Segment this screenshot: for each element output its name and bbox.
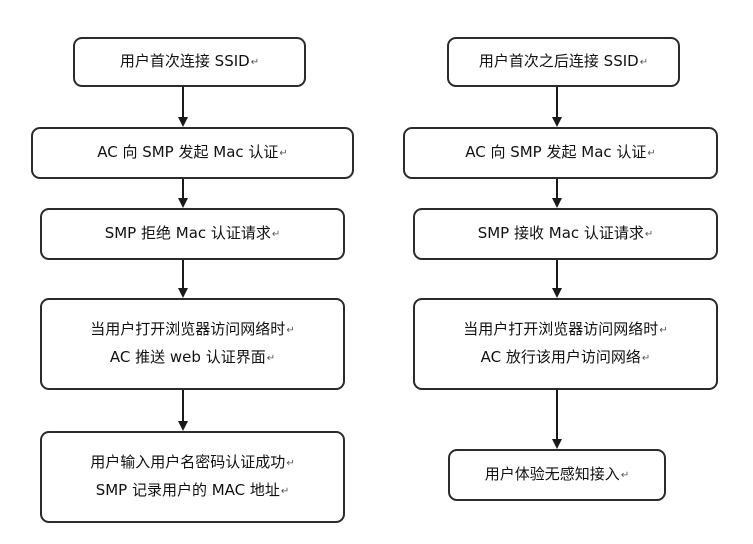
left-step-1-text: 用户首次连接 SSID↵ [119,52,260,70]
paragraph-mark-icon: ↵ [266,353,276,364]
right-step-5-box: 用户体验无感知接入↵ [448,449,666,501]
right-step-4-line-1: 当用户打开浏览器访问网络时↵ [463,320,668,338]
paragraph-mark-icon: ↵ [279,148,288,159]
paragraph-mark-icon: ↵ [286,325,295,336]
paragraph-mark-icon: ↵ [280,486,290,497]
paragraph-mark-icon: ↵ [271,229,281,240]
right-step-3-text: SMP 接收 Mac 认证请求↵ [477,224,654,242]
right-step-1-box: 用户首次之后连接 SSID↵ [447,37,680,87]
left-step-2-box: AC 向 SMP 发起 Mac 认证↵ [31,127,354,179]
left-step-5-line-1: 用户输入用户名密码认证成功↵ [90,453,295,471]
right-step-1-text: 用户首次之后连接 SSID↵ [478,52,649,70]
left-step-4-box: 当用户打开浏览器访问网络时↵ AC 推送 web 认证界面↵ [40,298,345,390]
left-step-1-box: 用户首次连接 SSID↵ [73,37,306,87]
paragraph-mark-icon: ↵ [286,458,295,469]
paragraph-mark-icon: ↵ [647,148,656,159]
right-step-4-box: 当用户打开浏览器访问网络时↵ AC 放行该用户访问网络↵ [413,298,718,390]
right-step-2-text: AC 向 SMP 发起 Mac 认证↵ [465,143,656,161]
left-step-4-line-1: 当用户打开浏览器访问网络时↵ [90,320,295,338]
left-step-3-text: SMP 拒绝 Mac 认证请求↵ [104,224,281,242]
paragraph-mark-icon: ↵ [644,229,654,240]
left-step-4-line-2: AC 推送 web 认证界面↵ [109,348,276,366]
left-step-5-box: 用户输入用户名密码认证成功↵ SMP 记录用户的 MAC 地址↵ [40,431,345,523]
paragraph-mark-icon: ↵ [250,57,260,68]
right-step-4-line-2: AC 放行该用户访问网络↵ [480,348,651,366]
left-step-5-line-2: SMP 记录用户的 MAC 地址↵ [95,481,290,499]
left-step-2-text: AC 向 SMP 发起 Mac 认证↵ [97,143,288,161]
paragraph-mark-icon: ↵ [659,325,668,336]
right-step-2-box: AC 向 SMP 发起 Mac 认证↵ [403,127,718,179]
paragraph-mark-icon: ↵ [641,353,651,364]
paragraph-mark-icon: ↵ [639,57,649,68]
right-step-5-text: 用户体验无感知接入↵ [484,465,630,483]
left-step-3-box: SMP 拒绝 Mac 认证请求↵ [40,208,345,260]
right-step-3-box: SMP 接收 Mac 认证请求↵ [413,208,718,260]
paragraph-mark-icon: ↵ [620,470,630,481]
